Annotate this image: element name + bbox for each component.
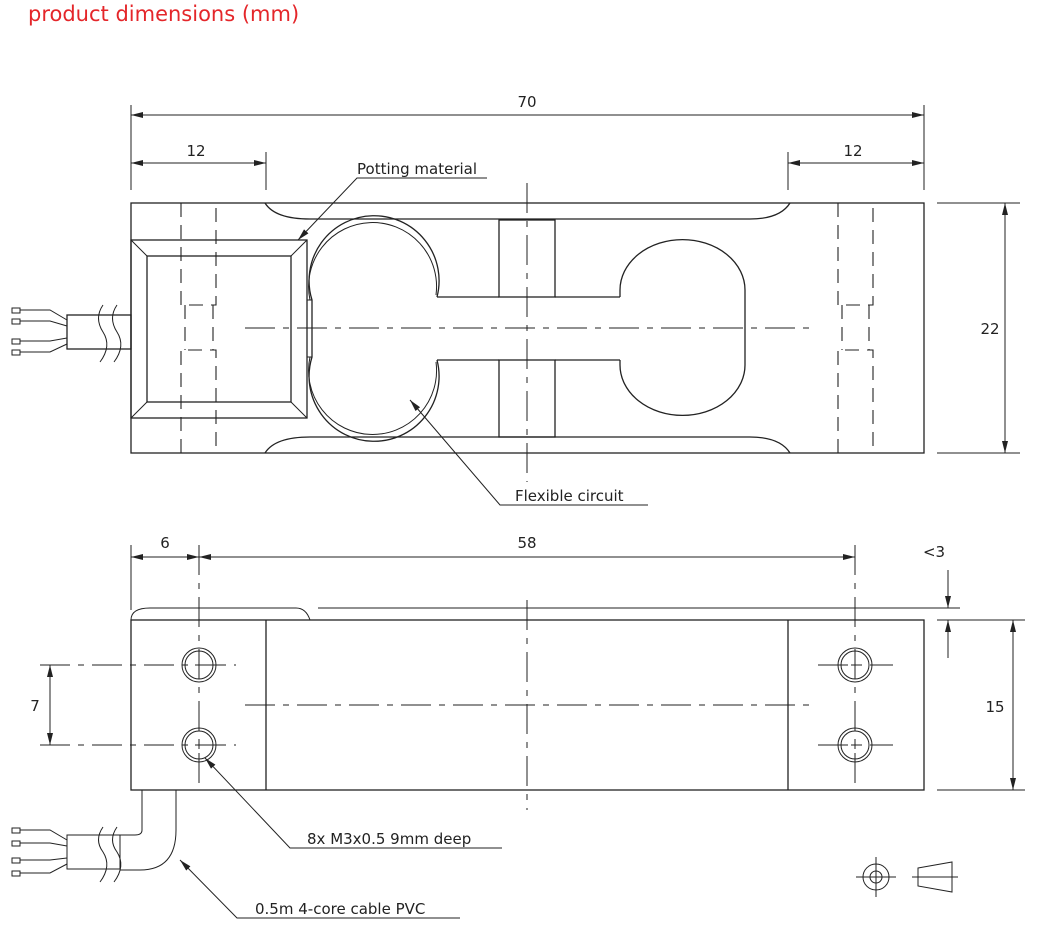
dim-length: 70 — [517, 93, 536, 111]
cable-side — [11, 790, 177, 883]
label-flex: Flexible circuit — [515, 487, 624, 505]
dim-hole-span: 58 — [517, 534, 536, 552]
potting-box — [130, 239, 312, 419]
label-potting: Potting material — [357, 160, 477, 178]
dim-clearance: <3 — [923, 543, 945, 561]
top-view: 70 12 12 22 Potting material Flexible ci… — [11, 93, 1020, 506]
projection-symbol-icon — [856, 857, 958, 897]
page-title: product dimensions (mm) — [28, 2, 300, 26]
label-holes: 8x M3x0.5 9mm deep — [307, 830, 471, 848]
right-hole — [619, 238, 746, 417]
mounting-holes — [40, 545, 893, 785]
dim-right-end: 12 — [843, 142, 862, 160]
dim-hole-pitch: 7 — [30, 697, 40, 715]
dim-side-height: 15 — [985, 698, 1004, 716]
label-cable: 0.5m 4-core cable PVC — [255, 900, 425, 918]
dim-edge: 6 — [160, 534, 170, 552]
cable-top — [11, 304, 132, 363]
dim-height: 22 — [980, 320, 999, 338]
top-slot — [264, 202, 791, 220]
side-view: 6 58 <3 15 7 8x M3x0.5 9mm deep 0.5m 4-c… — [11, 534, 1025, 919]
neck — [437, 296, 620, 361]
dim-left-end: 12 — [186, 142, 205, 160]
